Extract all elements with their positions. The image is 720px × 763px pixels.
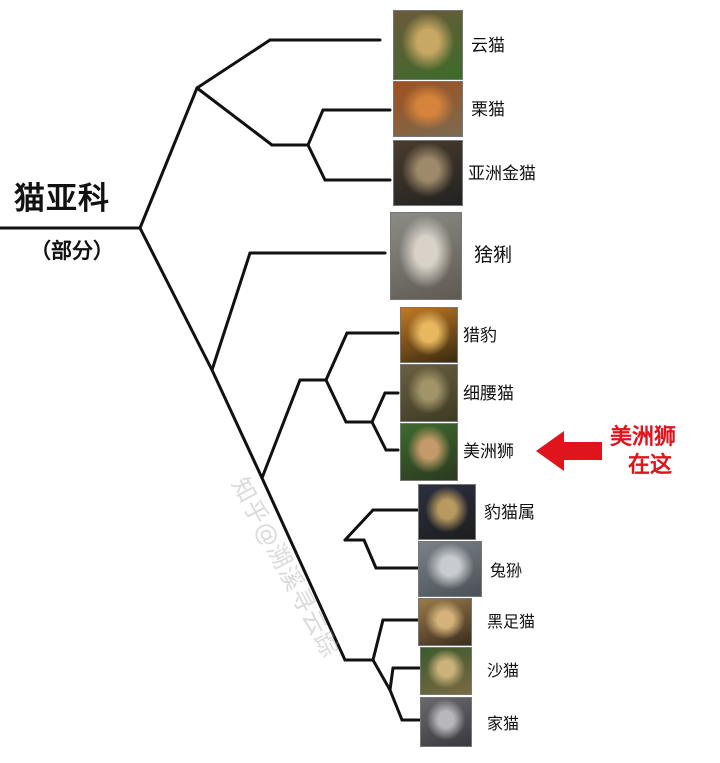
sand-cat-photo (420, 647, 472, 695)
branch-puma-group (324, 378, 348, 424)
root-taxon-title: 猫亚科 (14, 181, 110, 217)
pallas-cat-photo (418, 541, 482, 597)
black-footed-cat-photo (418, 598, 472, 646)
species-label: 云猫 (471, 36, 505, 56)
jaguarundi-photo (400, 364, 458, 422)
species-label: 家猫 (487, 714, 520, 733)
species-label: 黑足猫 (487, 612, 536, 631)
puma-photo (400, 423, 458, 481)
species-label: 豹猫属 (484, 503, 535, 523)
golden-cat-photo (393, 140, 463, 206)
lynx-photo (390, 212, 462, 300)
species-label: 猞猁 (474, 244, 513, 266)
branch-golden (306, 143, 327, 182)
branch-sand (388, 666, 395, 692)
species-label: 猎豹 (463, 326, 497, 346)
species-label: 亚洲金猫 (468, 164, 536, 184)
branch-b-upper (260, 378, 302, 480)
tree-branches (0, 38, 422, 722)
domestic-cat-photo (420, 697, 472, 747)
branch-prionailurus-split (362, 538, 378, 570)
cheetah-photo (400, 307, 458, 363)
branch-bay (306, 108, 325, 147)
callout-line-2: 在这 (628, 452, 673, 478)
branch-b-lower (260, 476, 347, 662)
species-label: 美洲狮 (463, 442, 514, 462)
species-label: 兔狲 (490, 561, 523, 580)
branch-domestic (388, 688, 404, 722)
branch-lynx (210, 251, 252, 372)
root-taxon-subtitle: （部分） (30, 238, 114, 263)
branch-puma (370, 420, 388, 452)
branch-cheetah (324, 331, 349, 382)
callout-line-1: 美洲狮 (610, 424, 677, 450)
branch-root-a (138, 86, 199, 230)
branch-a-up (195, 38, 272, 90)
branch-a-down (195, 86, 274, 147)
species-label: 栗猫 (471, 100, 505, 120)
branch-b-node (210, 368, 264, 480)
branch-prionailurus-group (343, 508, 375, 542)
clouded-leopard-photo (393, 10, 463, 80)
species-label: 细腰猫 (463, 384, 514, 404)
species-label: 沙猫 (487, 661, 520, 680)
bay-cat-photo (393, 81, 463, 137)
branch-jaguarundi (370, 391, 387, 424)
red-arrow-icon (536, 431, 602, 471)
leopard-cat-photo (418, 484, 476, 540)
branch-root-b (138, 226, 214, 372)
branch-felis-lower (371, 658, 392, 692)
branch-black-footed (371, 618, 385, 662)
